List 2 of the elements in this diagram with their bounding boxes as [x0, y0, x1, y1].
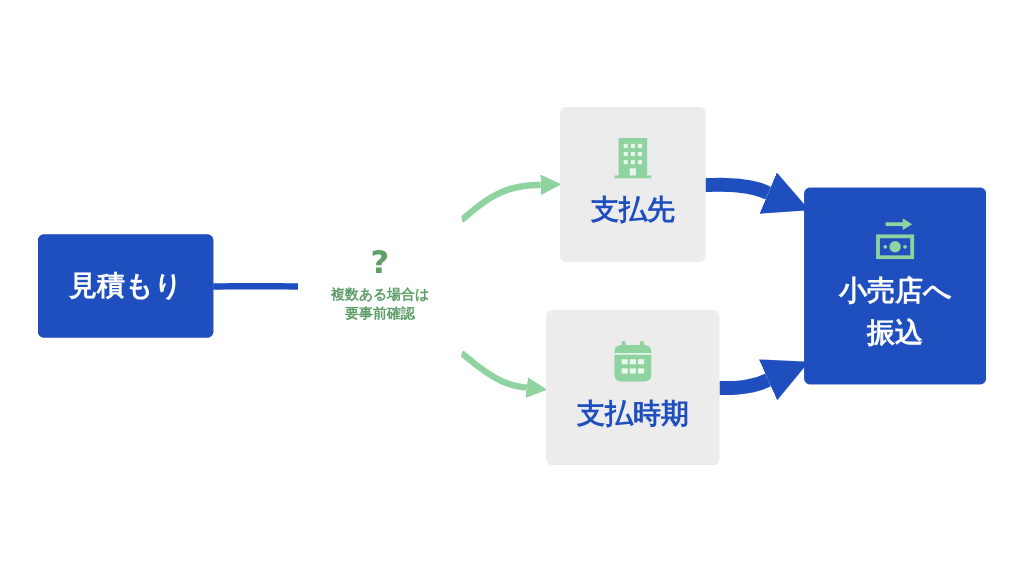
connector: [213, 282, 300, 290]
node-text: ? 複数ある場合は要事前確認: [330, 242, 429, 321]
